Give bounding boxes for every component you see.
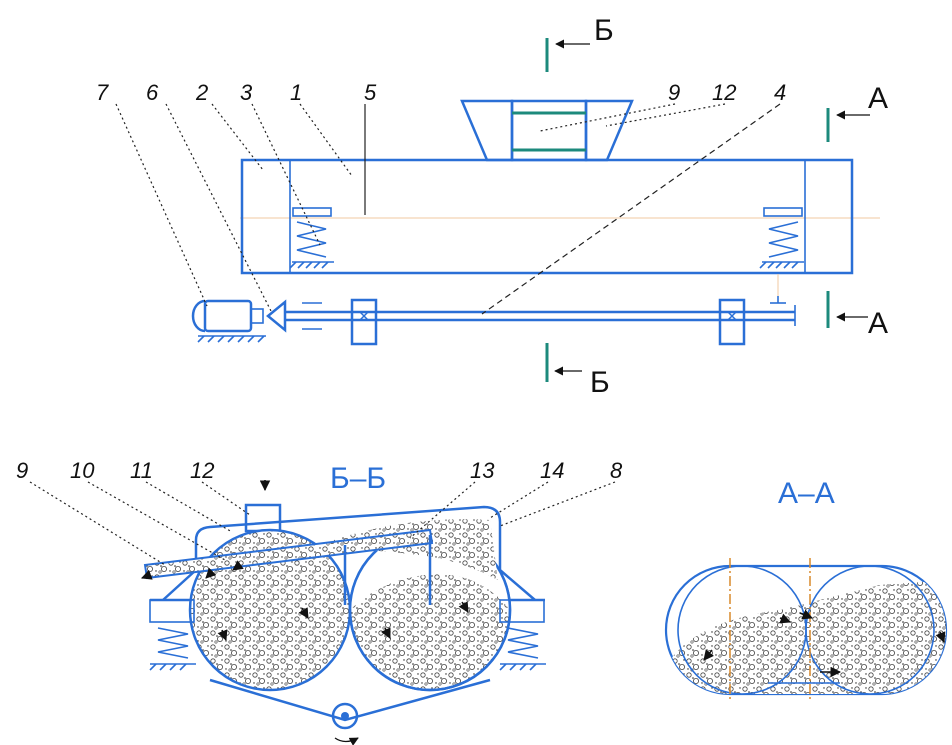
section-mark-b-bottom: Б bbox=[545, 343, 610, 399]
bb-upper-material bbox=[320, 519, 498, 580]
label-4: 4 bbox=[774, 80, 786, 105]
label-1: 1 bbox=[290, 80, 302, 105]
bb-pivot bbox=[331, 702, 359, 730]
aa-right-drum-outline bbox=[805, 565, 935, 695]
top-leaders bbox=[115, 103, 781, 315]
label-6: 6 bbox=[146, 80, 159, 105]
cut-a-top-letter: А bbox=[868, 82, 888, 115]
feed-hopper bbox=[460, 99, 634, 162]
cut-b-bottom-letter: Б bbox=[590, 366, 610, 399]
bb-label-12: 12 bbox=[190, 458, 214, 483]
left-spring bbox=[289, 207, 334, 269]
section-mark-a-bottom: А bbox=[826, 291, 888, 340]
bb-label-8: 8 bbox=[610, 458, 623, 483]
aa-arrow-4 bbox=[935, 631, 946, 643]
aa-arrow-1 bbox=[779, 613, 791, 624]
section-aa-title: А–А bbox=[778, 477, 835, 510]
bb-left-spring bbox=[149, 599, 196, 671]
bb-top-box bbox=[244, 503, 282, 533]
left-bearing-cross bbox=[359, 311, 369, 321]
drum-body bbox=[240, 158, 854, 275]
aa-arrow-2 bbox=[799, 609, 813, 620]
label-5: 5 bbox=[364, 80, 377, 105]
section-bb-title: Б–Б bbox=[330, 462, 386, 495]
cut-a-bottom-letter: А bbox=[868, 307, 888, 340]
motor bbox=[191, 299, 266, 343]
bb-flow-arrows bbox=[141, 480, 469, 641]
coupling bbox=[266, 299, 322, 333]
right-bearing-cross bbox=[727, 311, 737, 321]
section-mark-b-top: Б bbox=[545, 14, 614, 72]
label-12: 12 bbox=[712, 80, 736, 105]
bb-label-14: 14 bbox=[540, 458, 564, 483]
right-bearing bbox=[718, 298, 746, 346]
bb-pivot-pin bbox=[341, 712, 349, 720]
cut-b-top-letter: Б bbox=[594, 14, 614, 47]
bb-label-11: 11 bbox=[130, 458, 153, 483]
bb-label-9: 9 bbox=[16, 458, 28, 483]
section-mark-a-top: А bbox=[826, 82, 888, 142]
section-aa: А–А bbox=[664, 477, 948, 702]
aa-arrow-3 bbox=[703, 649, 715, 661]
label-7: 7 bbox=[96, 80, 109, 105]
bb-label-10: 10 bbox=[70, 458, 95, 483]
label-2: 2 bbox=[195, 80, 208, 105]
label-9: 9 bbox=[668, 80, 680, 105]
drive-shaft bbox=[285, 274, 796, 326]
left-bearing bbox=[350, 298, 378, 346]
bb-rotation-arrow bbox=[334, 737, 359, 745]
right-spring bbox=[759, 207, 804, 269]
bb-leaders bbox=[29, 481, 616, 566]
bb-right-spring bbox=[499, 599, 546, 671]
bb-housing bbox=[162, 505, 536, 601]
bb-label-13: 13 bbox=[470, 458, 495, 483]
label-3: 3 bbox=[240, 80, 253, 105]
top-view: Б Б А А 7 bbox=[96, 14, 888, 399]
section-bb: Б–Б bbox=[16, 458, 623, 745]
